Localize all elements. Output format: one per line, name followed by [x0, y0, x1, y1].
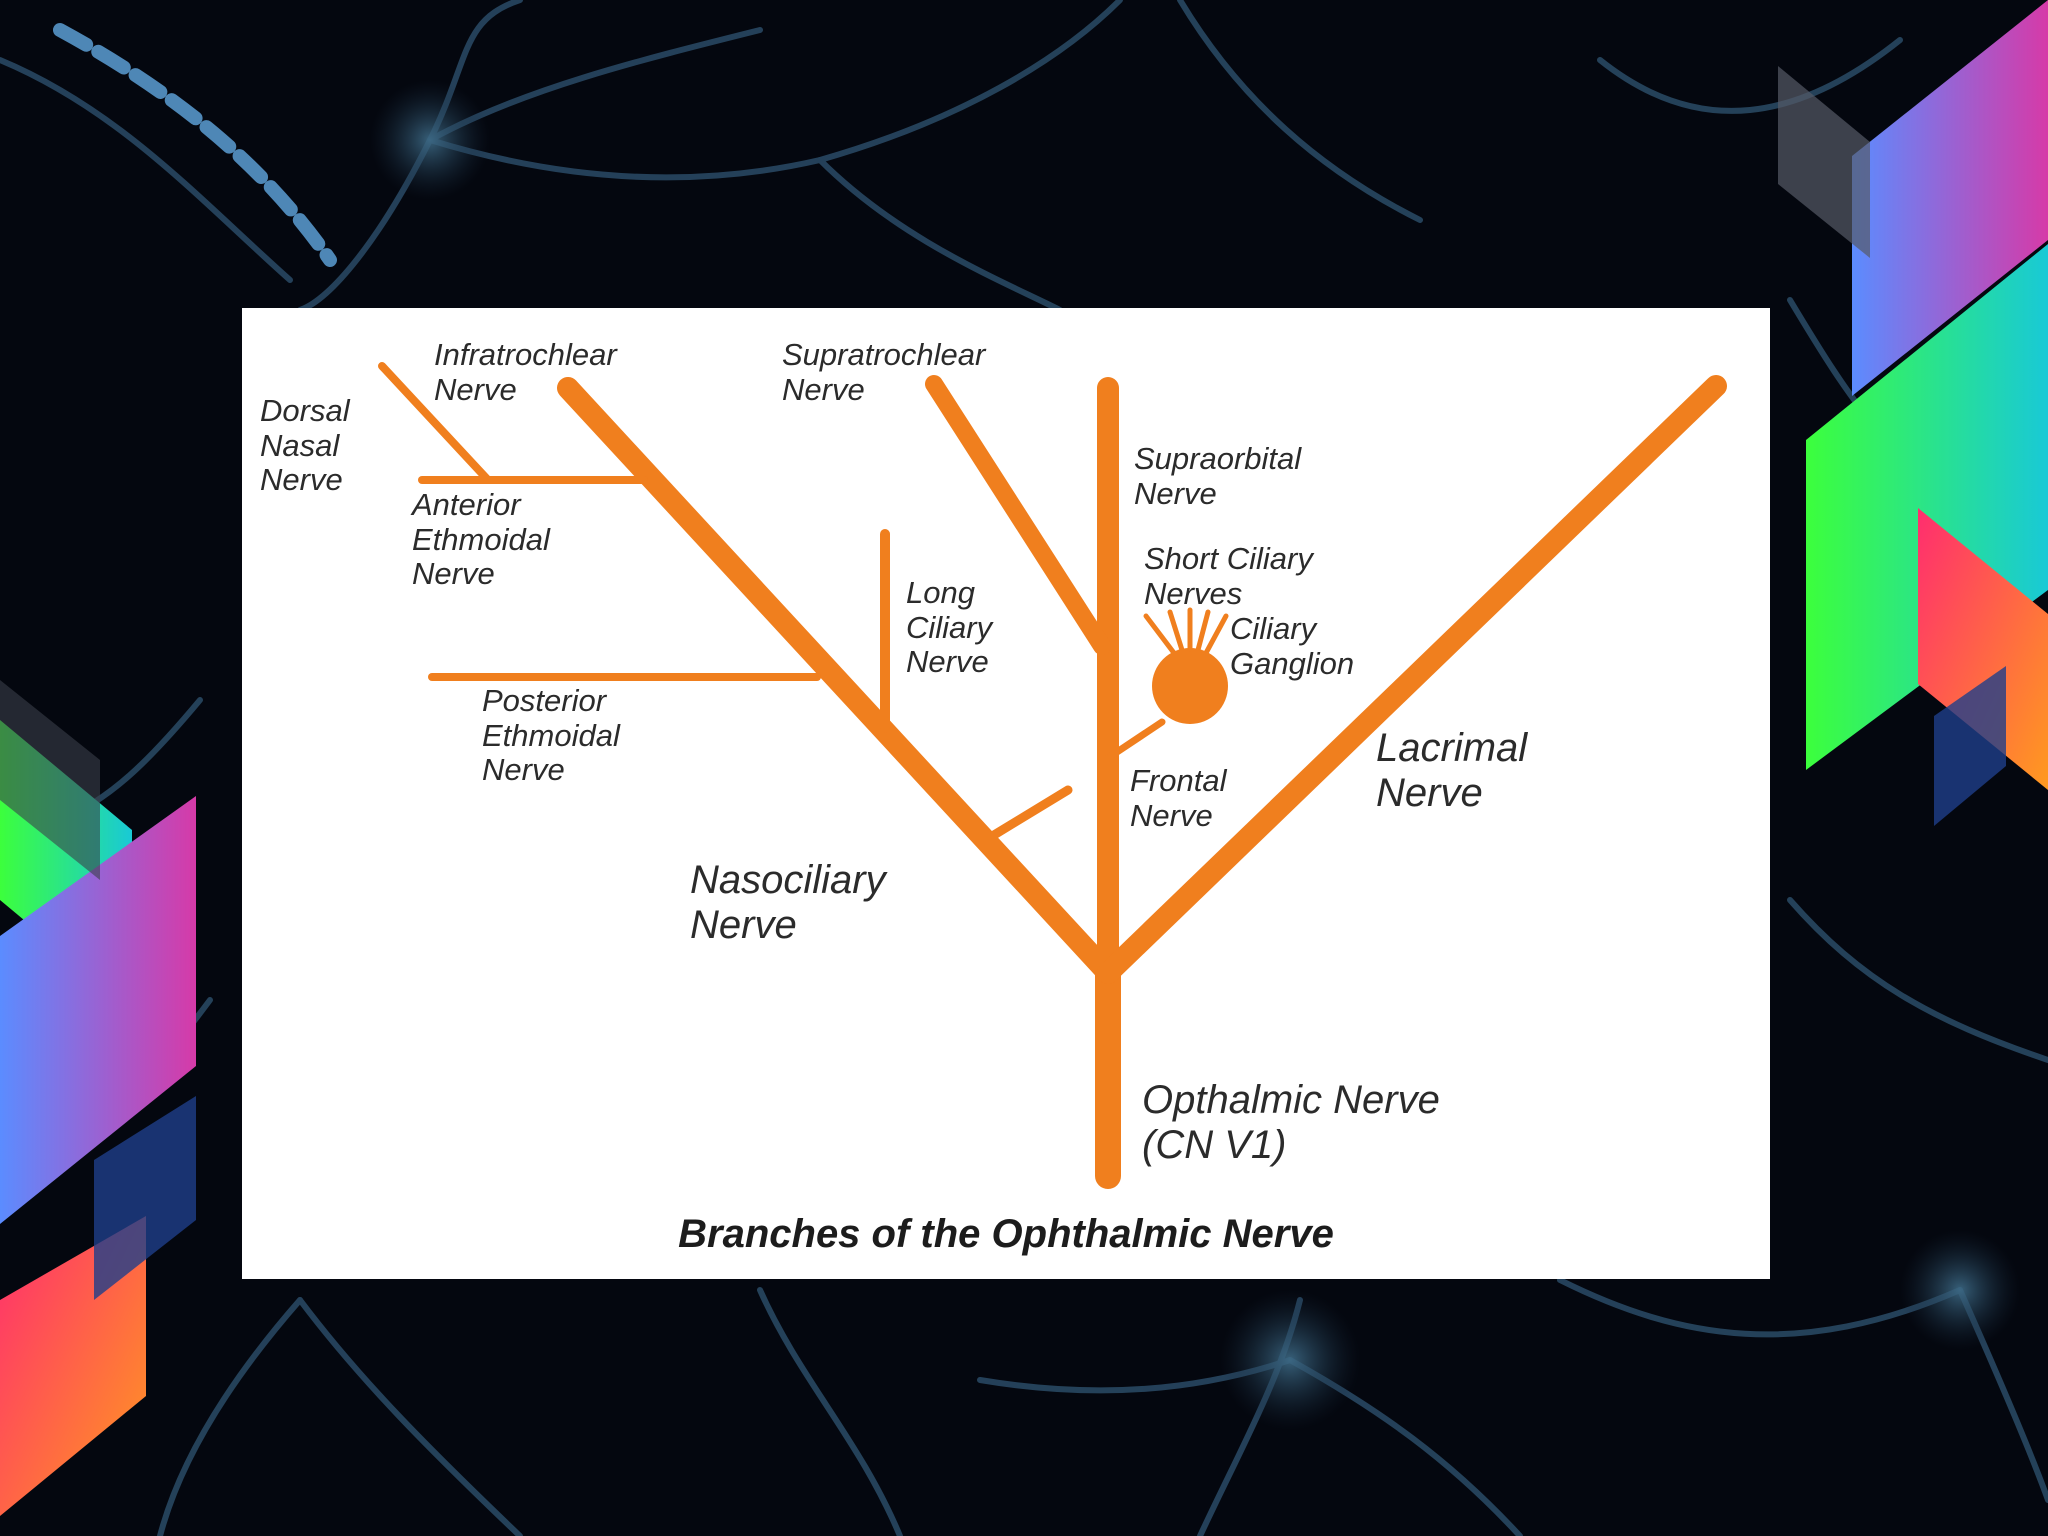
ganglion-root — [1104, 718, 1166, 762]
nasociliary-branch — [557, 377, 1119, 984]
ciliary-ganglion — [1152, 648, 1228, 724]
ophthalmic-label: Opthalmic Nerve(CN V1) — [1142, 1078, 1440, 1167]
dorsal-nasal-branch — [378, 362, 492, 484]
short-ciliary-nerves — [1143, 607, 1229, 656]
nerve-tree — [378, 362, 1727, 1189]
lacrimal-branch — [1097, 375, 1727, 984]
small-nasociliary-twig — [989, 785, 1073, 840]
supratrochlear-branch — [925, 375, 1111, 655]
left-color-shards — [0, 680, 196, 1516]
diagram-caption: Branches of the Ophthalmic Nerve — [678, 1212, 1334, 1256]
right-color-shards — [1778, 0, 2048, 826]
